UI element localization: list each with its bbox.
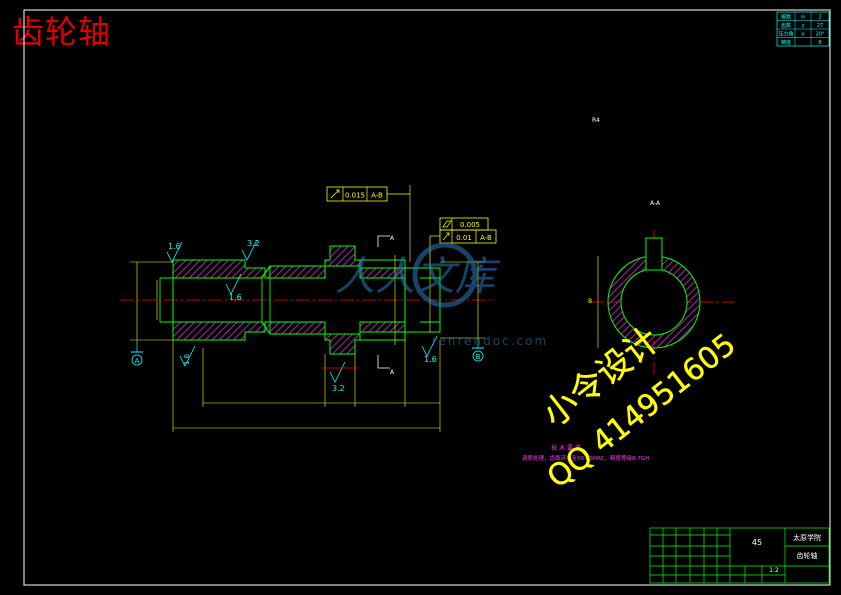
- roughness-6: 3.2: [332, 384, 345, 393]
- datum-a: A: [131, 340, 143, 366]
- flat-value: 0.005: [460, 221, 480, 229]
- watermark-ring-icon: [412, 242, 478, 308]
- datum-a-label: A: [135, 357, 140, 365]
- section-dim-b-label: B: [588, 298, 592, 305]
- param-r1-c2: 27: [817, 23, 823, 29]
- roughness-5: 1.6: [424, 355, 437, 364]
- section-bore: [620, 268, 688, 336]
- roughness-4: 1.6: [183, 353, 191, 365]
- watermark-logo: 人人文库 renrendoc.com: [335, 242, 548, 348]
- param-r3-c0: 精度: [781, 39, 791, 46]
- title-material: 45: [752, 538, 762, 547]
- title-company: 太原学院: [793, 533, 821, 542]
- sheet-border: [23, 9, 831, 586]
- tech-req-text: 调质处理，齿面淬火至58-63HRC，精度等级8-7GH: [522, 454, 649, 462]
- runout-frame: 0.015 A-B: [326, 186, 410, 202]
- shaft-outline: [172, 259, 441, 341]
- section-cut-bottom: [377, 355, 390, 369]
- watermark-site: renrendoc.com: [432, 334, 548, 348]
- section-cut-top: [377, 235, 390, 247]
- round-datum: A-B: [480, 234, 492, 242]
- drawing-title: 齿轮轴: [12, 13, 112, 51]
- runout-arrow-icon-2: [442, 232, 450, 241]
- roughness-2: 3.2: [247, 239, 260, 248]
- param-r0-c0: 模数: [781, 14, 791, 21]
- param-r0-c1: m: [801, 15, 806, 21]
- round-value: 0.01: [456, 234, 472, 242]
- section-cut-bottom-label: A: [390, 369, 395, 376]
- section-label: A-A: [650, 200, 661, 207]
- roughness-symbols: [166, 239, 438, 383]
- shaft-section-bottom: [172, 321, 406, 355]
- param-r2-c2: 20°: [816, 32, 825, 38]
- datum-b: B: [472, 338, 484, 362]
- title-block: [649, 527, 830, 584]
- runout-value: 0.015: [345, 192, 365, 200]
- round-frame: 0.005 0.01 A-B: [429, 217, 497, 268]
- watermark-brand: 人人文库: [335, 254, 501, 300]
- param-r2-c0: 压力角: [778, 31, 793, 38]
- param-r2-c1: α: [801, 32, 805, 38]
- other-note: R4: [592, 117, 600, 124]
- roughness-1: 1.6: [168, 242, 181, 251]
- dimensions: [130, 185, 485, 432]
- section-cut-top-label: A: [390, 235, 395, 242]
- param-r0-c2: 2: [818, 15, 821, 21]
- runout-datum: A-B: [371, 192, 383, 200]
- param-r1-c0: 齿数: [781, 22, 791, 29]
- title-scale: 1:2: [769, 567, 779, 574]
- runout-arrow-icon: [330, 189, 340, 199]
- param-r1-c1: z: [802, 23, 805, 29]
- param-table: 模数 m 2 齿数 z 27 压力角 α 20° 精度 8: [776, 11, 830, 47]
- section-keyway: [645, 237, 663, 271]
- cylindricity-icon: [442, 220, 452, 228]
- title-part-name: 齿轮轴: [797, 551, 818, 560]
- param-r3-c2: 8: [818, 40, 821, 46]
- datum-b-label: B: [476, 353, 481, 361]
- tech-req-heading: 技 术 要 求: [551, 444, 581, 452]
- roughness-3: 1.6: [229, 293, 242, 302]
